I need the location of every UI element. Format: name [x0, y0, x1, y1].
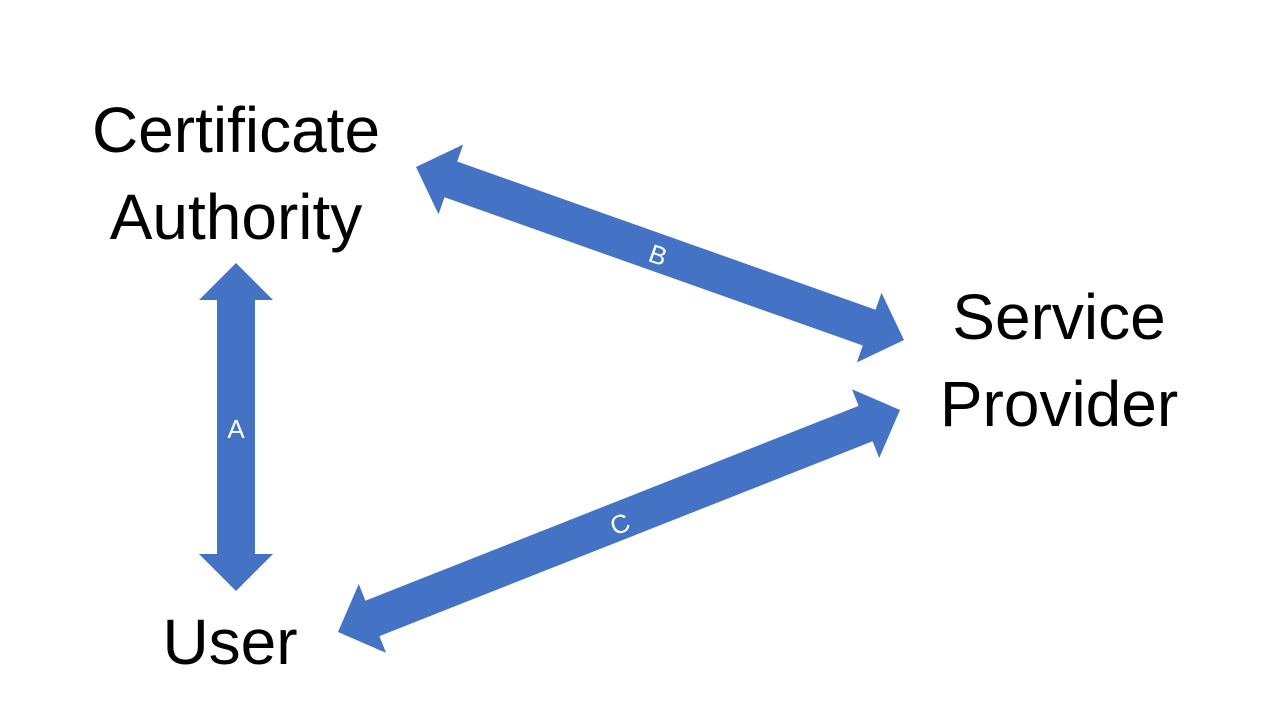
arrow-a [199, 263, 273, 591]
node-label-line: Certificate [92, 94, 380, 166]
node-label-line: Authority [110, 181, 363, 253]
node-label-line: Provider [940, 368, 1178, 440]
node-label-line: Service [952, 281, 1165, 353]
arrow-c [338, 389, 900, 653]
node-service-provider: Service Provider [940, 281, 1178, 440]
edge-label-a: A [227, 414, 245, 444]
node-user: User [162, 606, 297, 678]
arrow-b [416, 144, 904, 363]
node-certificate-authority: Certificate Authority [92, 94, 380, 253]
node-label-line: User [162, 606, 297, 678]
